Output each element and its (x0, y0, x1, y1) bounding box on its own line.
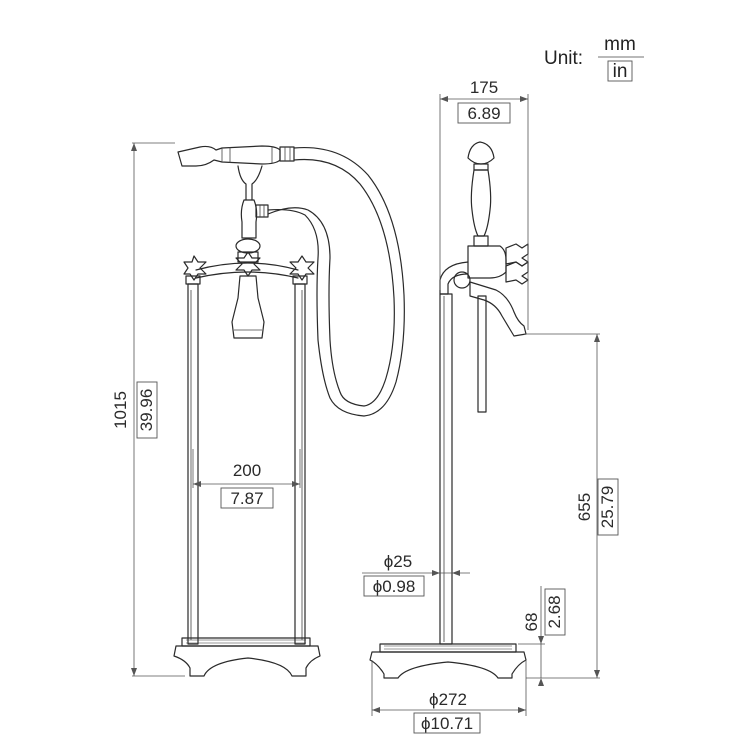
unit-legend: Unit: mm in (544, 34, 644, 82)
pillar-spacing-mm: 200 (233, 461, 261, 480)
depth-in-box (457, 102, 511, 124)
total-height-mm: 1015 (111, 391, 130, 429)
pillar-spacing-dimension: 200 7.87 (192, 449, 301, 509)
base-diameter-in-box (413, 712, 481, 734)
left-cross-handle (183, 255, 207, 285)
middle-cross-handle (235, 251, 261, 277)
hose (267, 146, 405, 417)
base-height-mm: 68 (522, 613, 541, 632)
base-diameter-in: ϕ10.71 (421, 714, 473, 733)
depth-in: 6.89 (467, 104, 500, 123)
spout-height-mm: 655 (575, 493, 594, 521)
right-pillar (294, 283, 306, 645)
central-stem (240, 199, 258, 239)
depth-dimension: 175 6.89 (439, 78, 529, 330)
side-base (369, 643, 527, 679)
side-pillar (439, 293, 453, 645)
right-cross-handle (289, 255, 315, 285)
total-height-in-box (136, 381, 158, 439)
pillar-spacing-in: 7.87 (230, 489, 263, 508)
base-height-in: 2.68 (545, 595, 564, 628)
total-height-in: 39.96 (137, 389, 156, 432)
base-diameter-mm: ϕ272 (429, 690, 467, 709)
side-valve-body (467, 245, 507, 279)
pipe-diameter-dimension: ϕ25 ϕ0.98 (362, 552, 470, 597)
total-height-dimension: 1015 39.96 (111, 142, 185, 677)
pipe-diameter-in-box (363, 575, 425, 597)
pipe-diameter-in: ϕ0.98 (373, 577, 416, 596)
unit-in: in (613, 61, 628, 82)
spout-height-dimension: 655 25.79 (524, 333, 619, 679)
pipe-diameter-mm: ϕ25 (384, 552, 412, 571)
spout-height-in: 25.79 (598, 486, 617, 529)
side-view: 175 6.89 655 25.79 ϕ25 ϕ0.98 (362, 78, 619, 734)
depth-mm: 175 (470, 78, 498, 97)
side-handset-head (467, 141, 495, 165)
base-height-in-box (544, 588, 566, 636)
base-height-dimension: 68 2.68 (518, 586, 566, 686)
spout-nozzle (231, 275, 265, 339)
base-diameter-dimension: ϕ272 ϕ10.71 (371, 660, 527, 734)
side-spout (469, 281, 527, 337)
handset-head (177, 145, 281, 167)
left-pillar (187, 283, 199, 645)
unit-label: Unit: (544, 48, 583, 69)
pillar-spacing-in-box (220, 487, 274, 509)
front-view: 1015 39.96 200 7.87 (111, 142, 405, 677)
unit-in-box (607, 60, 633, 82)
hose-connector (279, 146, 295, 162)
front-base (173, 637, 321, 677)
spout-height-in-box (597, 478, 619, 536)
unit-mm: mm (604, 34, 636, 55)
